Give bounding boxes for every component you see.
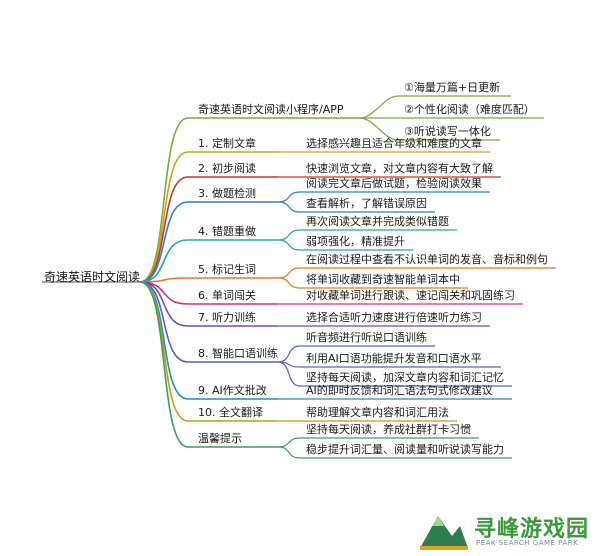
leaf-connector [277,277,301,289]
branch-connector [139,239,189,283]
branch-label[interactable]: 1. 定制文章 [198,137,256,150]
leaf-label[interactable]: 阅读完文章后做试题，检验阅读效果 [306,177,482,190]
leaf-label[interactable]: 选择感兴趣且适合年级和难度的文章 [306,137,482,150]
leaf-label[interactable]: 坚持每天阅读，加深文章内容和词汇记忆 [306,371,504,384]
leaf-label[interactable]: 再次阅读文章并完成类似错题 [306,215,449,228]
leaf-connector [277,191,301,203]
leaf-label[interactable]: 在阅读过程中查看不认识单词的发音、音标和例句 [306,253,548,266]
leaf-label[interactable]: 听音频进行听说口语训练 [306,331,427,344]
leaf-connector [277,267,301,279]
leaf-label[interactable]: 将单词收藏到奇速智能单词本中 [306,273,460,286]
branch-connector [139,281,189,448]
branch-label[interactable]: 7. 听力训练 [198,311,256,324]
branch-connector [139,281,189,400]
watermark-subtitle: PEAK SEARCH GAME PARK [476,539,579,547]
branch-connector [139,151,189,283]
branch-label[interactable]: 温馨提示 [198,432,242,445]
watermark-logo: 寻峰游戏园 PEAK SEARCH GAME PARK [418,508,598,554]
leaf-connector [277,229,301,241]
leaf-connector [359,95,399,119]
leaf-connector [277,201,301,213]
watermark-title: 寻峰游戏园 [474,517,590,542]
leaf-label[interactable]: 稳步提升词汇量、阅读量和听说读写能力 [306,443,504,456]
branch-label[interactable]: 6. 单词闯关 [198,289,256,302]
leaf-connector [277,361,301,387]
mindmap-root[interactable]: 奇速英语时文阅读 [44,270,141,284]
branch-connector [139,176,189,283]
branch-label[interactable]: 奇速英语时文阅读小程序/APP [198,103,344,116]
leaf-label[interactable]: ③听说读写一体化 [404,125,491,138]
branch-label[interactable]: 5. 标记生词 [198,263,256,276]
leaf-label[interactable]: 查看解析，了解错误原因 [306,197,427,210]
leaf-label[interactable]: ①海量万篇+日更新 [404,81,501,94]
leaf-label[interactable]: 坚持每天阅读，养成社群打卡习惯 [306,423,471,436]
leaf-label[interactable]: 快速浏览文章，对文章内容有大致了解 [306,162,493,175]
branch-label[interactable]: 3. 做题检测 [198,187,256,200]
branch-label[interactable]: 2. 初步阅读 [198,162,256,175]
branch-connector [139,201,189,283]
leaf-label[interactable]: AI的即时反馈和词汇语法句式修改建议 [306,384,493,397]
leaf-label[interactable]: ②个性化阅读（难度匹配） [404,103,535,116]
branch-label[interactable]: 8. 智能口语训练 [198,347,278,360]
leaf-connector [359,117,399,141]
leaf-connector [277,239,301,251]
branch-label[interactable]: 10. 全文翻译 [198,406,263,419]
branch-connector [139,117,189,283]
branch-connector [139,281,189,327]
leaf-label[interactable]: 帮助理解文章内容和词汇用法 [306,406,449,419]
leaf-connector [277,345,301,363]
leaf-connector [277,437,301,448]
leaf-label[interactable]: 对收藏单词进行跟读、速记闯关和巩固练习 [306,289,515,302]
leaf-label[interactable]: 选择合适听力速度进行倍速听力练习 [306,311,482,324]
mountain-icon [420,516,468,550]
leaf-connector [277,446,301,459]
branch-label[interactable]: 9. AI作文批改 [198,384,267,397]
leaf-label[interactable]: 利用AI口语功能提升发音和口语水平 [306,352,482,365]
branch-label[interactable]: 4. 错题重做 [198,225,256,238]
leaf-label[interactable]: 弱项强化，精准提升 [306,235,405,248]
